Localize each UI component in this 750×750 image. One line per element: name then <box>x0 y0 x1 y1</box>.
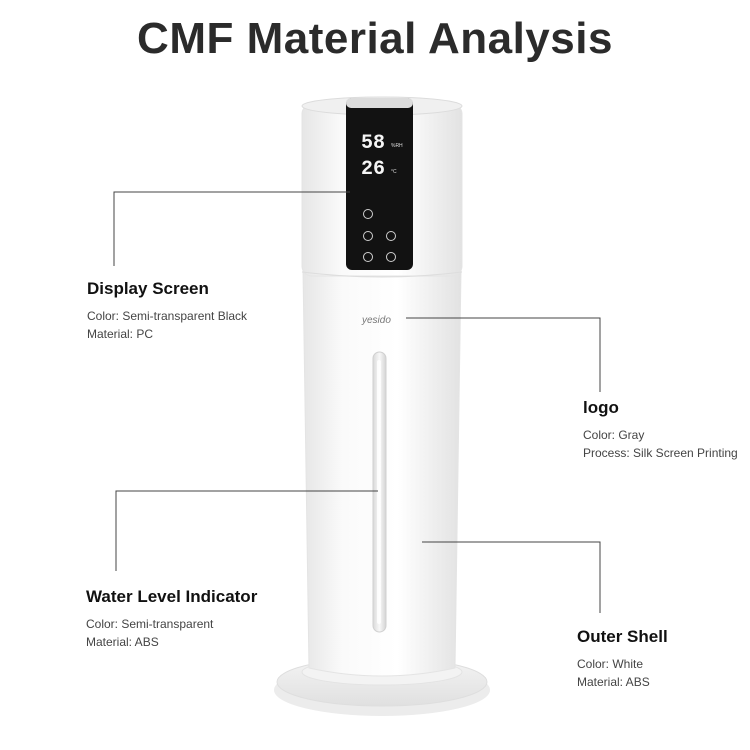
water-level-color: Color: Semi-transparent <box>86 617 214 631</box>
water-level-heading: Water Level Indicator <box>86 587 258 606</box>
water-level-material: Material: ABS <box>86 635 159 649</box>
logo-color: Color: Gray <box>583 428 645 442</box>
outer-shell-heading: Outer Shell <box>577 627 668 646</box>
humidity-unit: %RH <box>391 143 403 149</box>
seam <box>301 271 463 278</box>
display-panel <box>346 98 413 270</box>
temperature-digits: 26 <box>361 158 385 181</box>
power-icon[interactable] <box>386 231 396 241</box>
outer-shell-annotation: Outer Shell Color: White Material: ABS <box>577 627 668 691</box>
display-screen-annotation: Display Screen Color: Semi-transparent B… <box>87 279 247 343</box>
display-connector <box>113 191 350 266</box>
brand-logo: yesido <box>361 315 391 326</box>
display-screen-material: Material: PC <box>87 327 154 341</box>
logo-connector <box>406 317 601 392</box>
logo-heading: logo <box>583 398 619 417</box>
outer-shell-color: Color: White <box>577 657 644 671</box>
sleep-icon[interactable] <box>363 209 373 219</box>
logo-process: Process: Silk Screen Printing <box>583 446 738 460</box>
timer-icon[interactable] <box>363 252 373 262</box>
display-screen-heading: Display Screen <box>87 279 209 298</box>
temperature-unit: °C <box>391 169 397 175</box>
mist-icon[interactable] <box>363 231 373 241</box>
humidity-digits: 58 <box>361 132 385 155</box>
page-title: CMF Material Analysis <box>137 14 613 63</box>
water-level-connector <box>115 490 378 571</box>
shell-connector <box>422 541 601 613</box>
water-level-annotation: Water Level Indicator Color: Semi-transp… <box>86 587 257 651</box>
mode-icon[interactable] <box>386 252 396 262</box>
logo-annotation: logo Color: Gray Process: Silk Screen Pr… <box>583 398 738 462</box>
outer-shell-material: Material: ABS <box>577 675 650 689</box>
display-screen-color: Color: Semi-transparent Black <box>87 309 248 323</box>
